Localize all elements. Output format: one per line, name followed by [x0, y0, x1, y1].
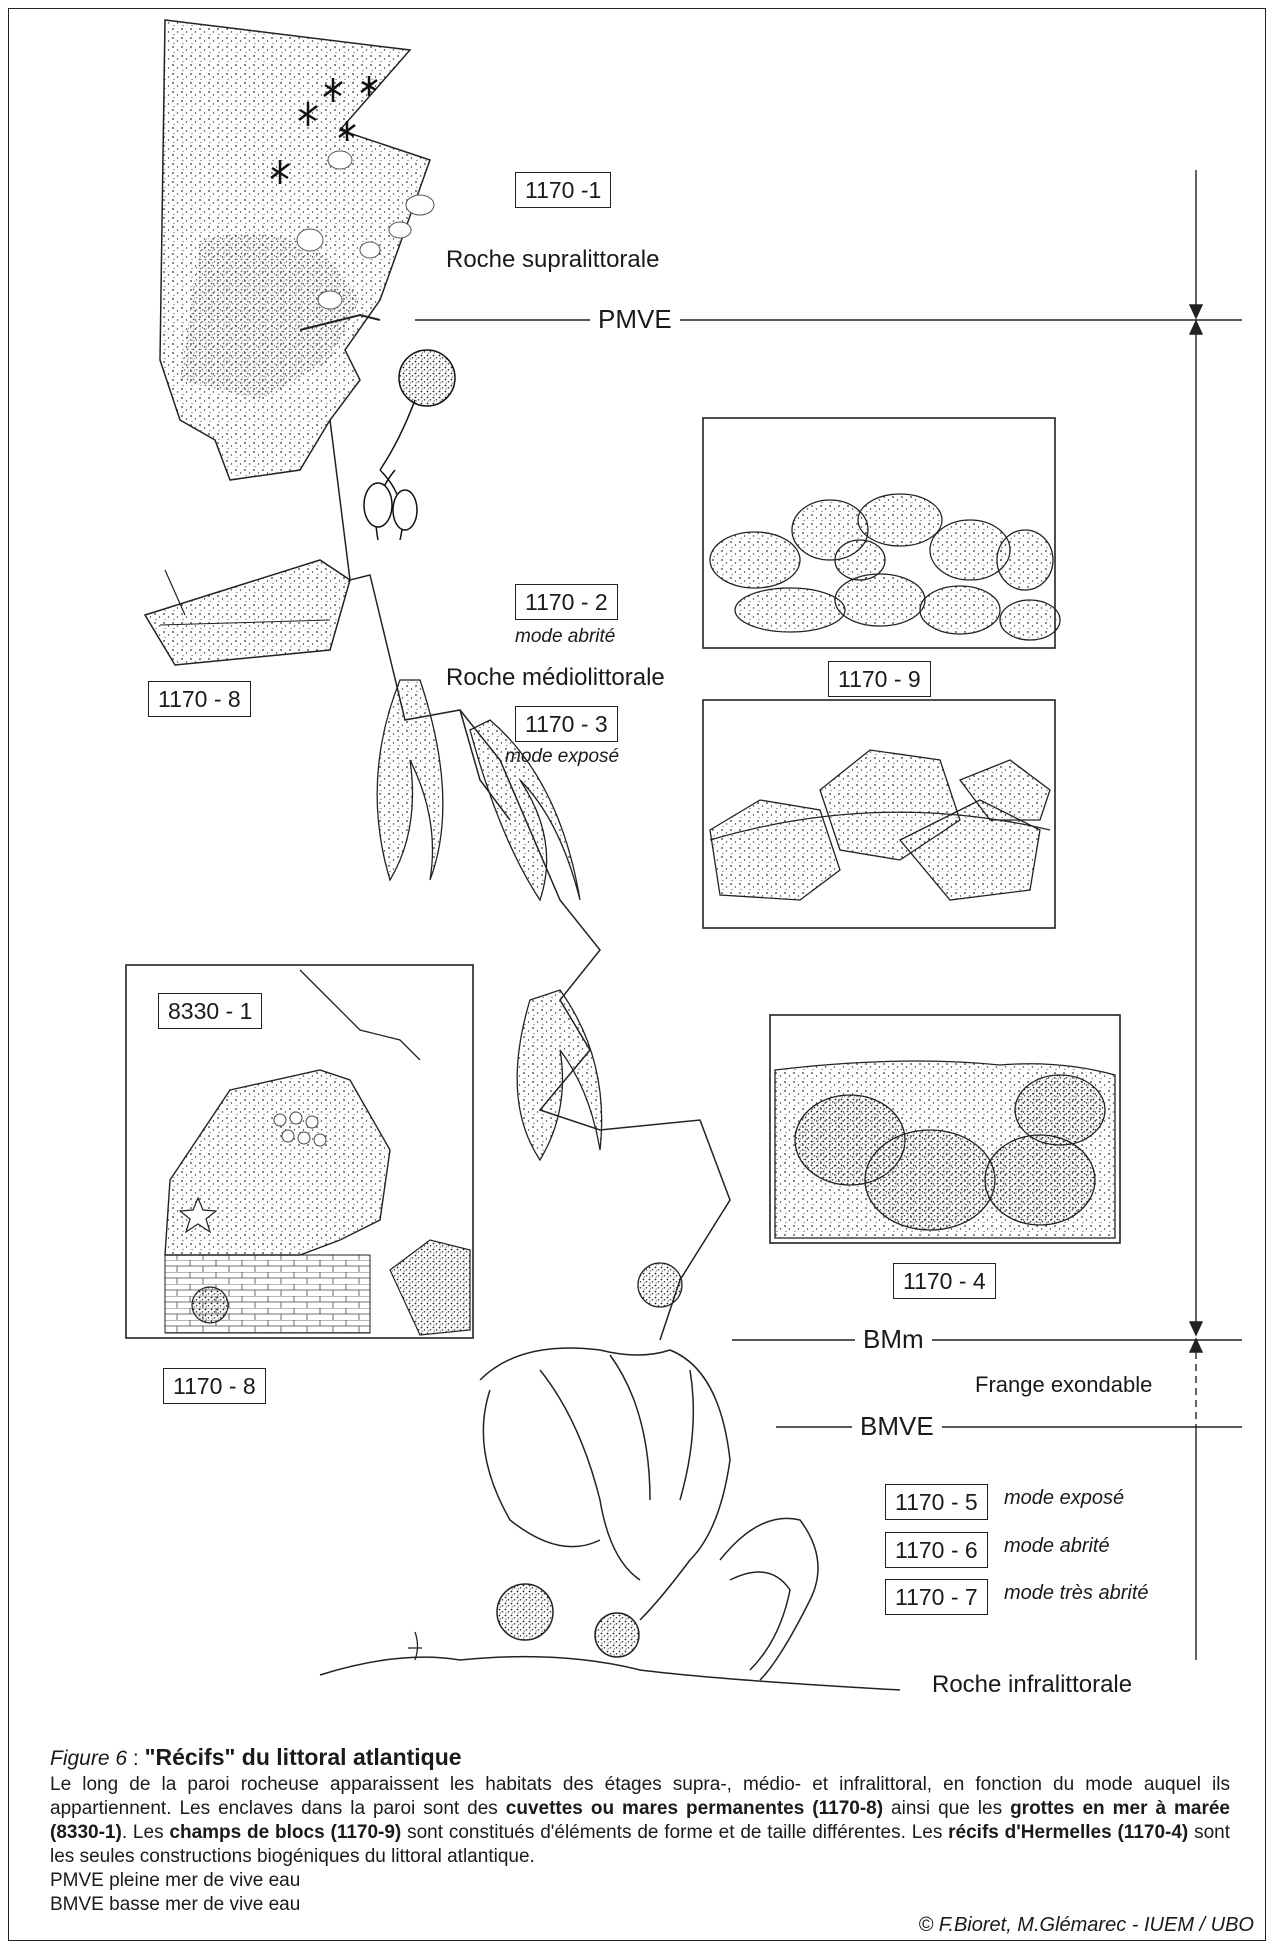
zone-supralittoral: Roche supralittorale: [446, 246, 659, 274]
code-8330-1: 8330 - 1: [158, 993, 262, 1029]
code-1170-4: 1170 - 4: [893, 1263, 996, 1299]
caption-figure-number: Figure 6: [50, 1747, 127, 1770]
kelp-laminaria: [320, 1348, 900, 1690]
level-bmm: BMm: [855, 1324, 932, 1355]
caption-title: "Récifs" du littoral atlantique: [145, 1744, 462, 1770]
tide-scale: [1190, 170, 1202, 1660]
credit-line: © F.Bioret, M.Glémarec - IUEM / UBO: [918, 1914, 1254, 1937]
caption-bold-3: champs de blocs (1170-9): [169, 1822, 401, 1843]
code-1170-3: 1170 - 3: [515, 706, 618, 742]
caption-text-2: ainsi que les: [883, 1798, 1010, 1819]
caption-separator: :: [127, 1747, 145, 1770]
caption-bold-1: cuvettes ou mares permanentes (1170-8): [506, 1798, 883, 1819]
code-1170-5: 1170 - 5: [885, 1484, 988, 1520]
zone-infralittoral: Roche infralittorale: [932, 1671, 1132, 1699]
code-1170-7: 1170 - 7: [885, 1579, 988, 1615]
caption-text-3: . Les: [122, 1822, 170, 1843]
exposed-rocks-box: [703, 700, 1055, 928]
zone-frange-exondable: Frange exondable: [975, 1372, 1152, 1398]
code-1170-2: 1170 - 2: [515, 584, 618, 620]
caption-title-line: Figure 6 : "Récifs" du littoral atlantiq…: [50, 1745, 1230, 1771]
caption-bold-4: récifs d'Hermelles (1170-4): [948, 1822, 1188, 1843]
mode-abrite-1170-6: mode abrité: [1004, 1535, 1110, 1558]
code-1170-1: 1170 -1: [515, 172, 611, 208]
code-1170-9: 1170 - 9: [828, 661, 931, 697]
boulder-field-box: [703, 418, 1060, 648]
caption-body: Le long de la paroi rocheuse apparaissen…: [50, 1773, 1230, 1869]
caption-pmve-definition: PMVE pleine mer de vive eau: [50, 1869, 1230, 1893]
code-1170-8-top: 1170 - 8: [148, 681, 251, 717]
mode-tres-abrite-1170-7: mode très abrité: [1004, 1582, 1149, 1605]
zone-mediolittoral: Roche médiolittorale: [446, 664, 665, 692]
caption-text-4: sont constitués d'éléments de forme et d…: [401, 1822, 948, 1843]
level-pmve: PMVE: [590, 304, 680, 335]
mode-expose-1170-5: mode exposé: [1004, 1487, 1124, 1510]
level-bmve: BMVE: [852, 1411, 942, 1442]
code-1170-8-bottom: 1170 - 8: [163, 1368, 266, 1404]
mode-expose-1170-3: mode exposé: [505, 746, 619, 768]
seaweed-tuft: [364, 350, 455, 540]
mode-abrite-1170-2: mode abrité: [515, 626, 615, 648]
pool-outcrop-top: [145, 560, 350, 665]
figure-caption: Figure 6 : "Récifs" du littoral atlantiq…: [50, 1745, 1230, 1917]
supralittoral-rock: [160, 20, 434, 480]
hermelles-reef-box: [770, 1015, 1120, 1243]
code-1170-6: 1170 - 6: [885, 1532, 988, 1568]
